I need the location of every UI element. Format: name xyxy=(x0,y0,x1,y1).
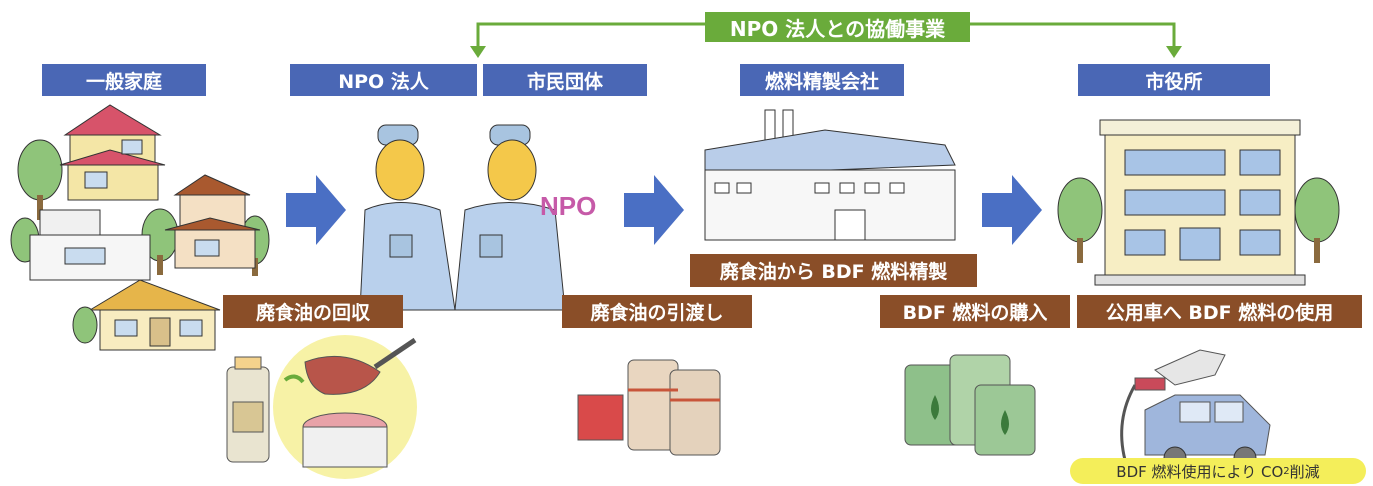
step-collect-label: 廃食油の回収 xyxy=(223,295,403,328)
collaboration-label: NPO 法人との協働事業 xyxy=(705,12,970,42)
co2-text-suffix: 削減 xyxy=(1289,462,1320,481)
oil-drums-illustration xyxy=(577,359,721,456)
process-arrow-2 xyxy=(624,175,684,245)
step-refine-label: 廃食油から BDF 燃料精製 xyxy=(690,254,977,287)
city-hall-illustration xyxy=(1057,119,1340,286)
process-arrow-3 xyxy=(982,175,1042,245)
co2-text-prefix: BDF 燃料使用により CO xyxy=(1116,462,1284,481)
actor-city-hall-label: 市役所 xyxy=(1078,64,1270,96)
step-use-label: 公用車へ BDF 燃料の使用 xyxy=(1077,295,1362,328)
npo-workers-illustration: NPO xyxy=(359,124,596,311)
actor-npo-label: NPO 法人 xyxy=(290,64,477,96)
actor-citizens-label: 市民団体 xyxy=(483,64,647,96)
step-handover-label: 廃食油の引渡し xyxy=(562,295,752,328)
factory-illustration xyxy=(704,109,956,241)
actor-households-label: 一般家庭 xyxy=(42,64,206,96)
actor-refinery-label: 燃料精製会社 xyxy=(740,64,904,96)
houses-illustration xyxy=(10,104,270,351)
car-refuel-illustration xyxy=(1120,349,1271,470)
process-arrow-1 xyxy=(286,175,346,245)
npo-sign: NPO xyxy=(540,191,596,221)
co2-subscript: 2 xyxy=(1283,465,1290,477)
bdf-cans-illustration xyxy=(904,354,1036,456)
oil-collection-illustration xyxy=(226,335,417,479)
step-purchase-label: BDF 燃料の購入 xyxy=(880,295,1070,328)
